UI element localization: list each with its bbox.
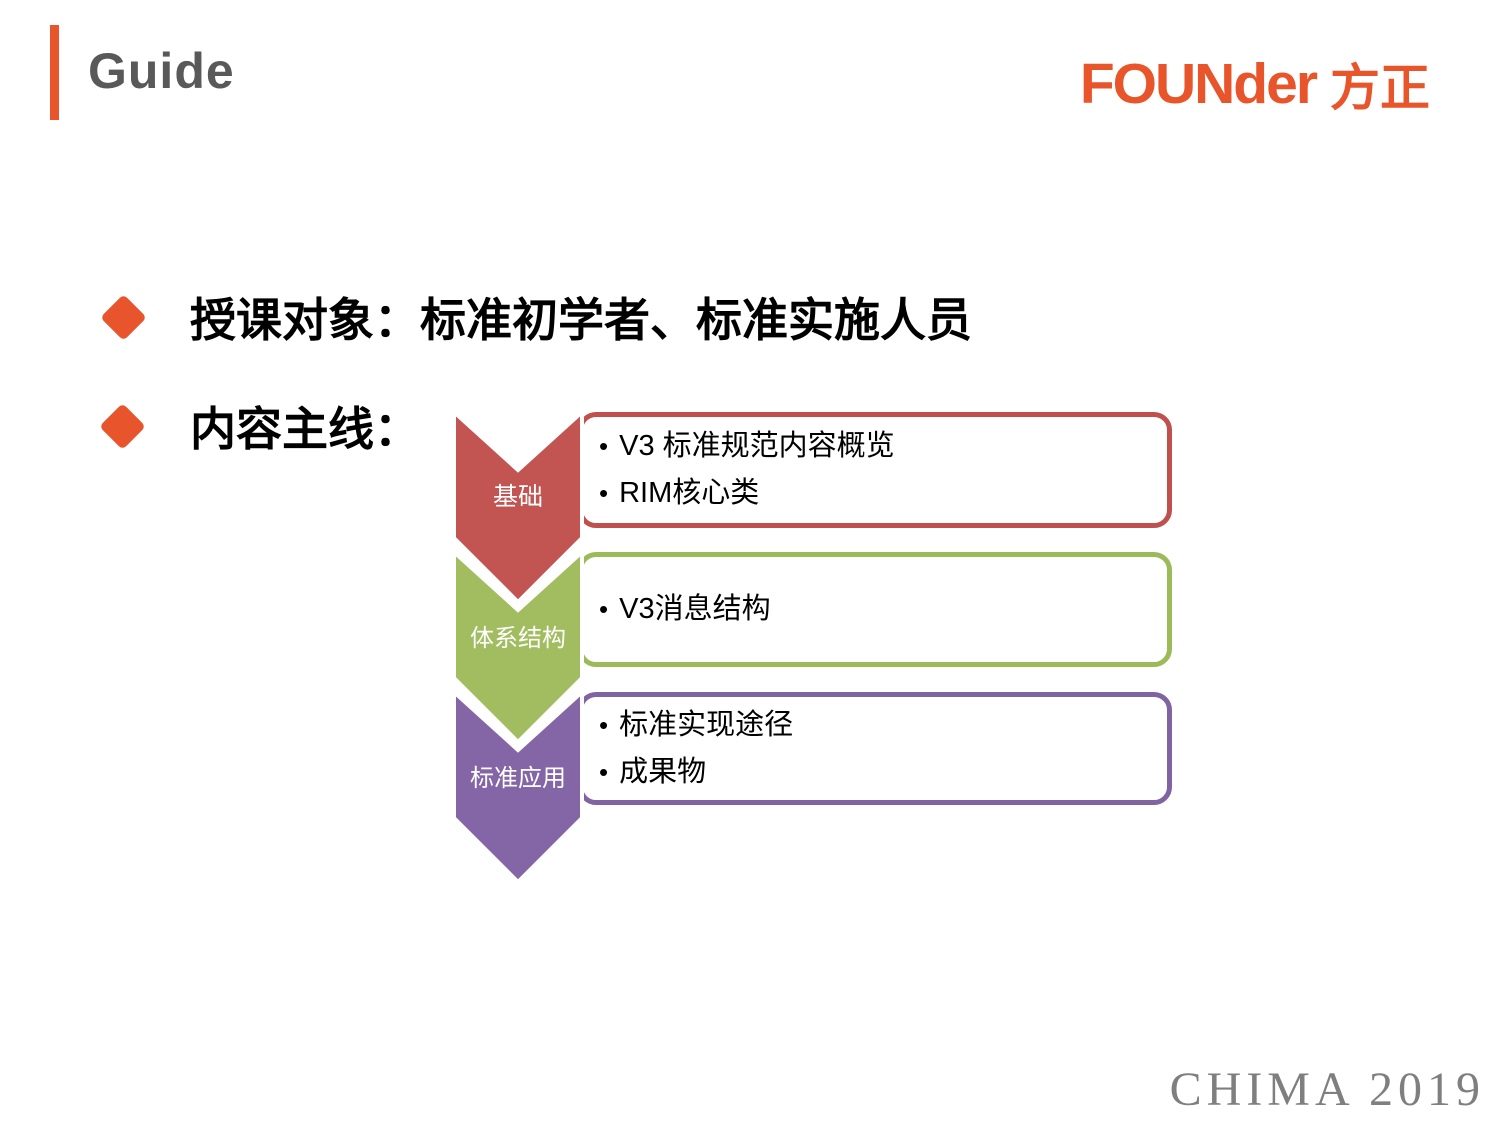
bullet-marker: • xyxy=(599,756,609,787)
founder-logo: FOUNder 方正 xyxy=(1080,48,1430,120)
list-item: • V3 标准规范内容概览 xyxy=(599,423,1167,470)
bullet-marker: • xyxy=(599,431,609,461)
chevron-shape-architecture xyxy=(452,550,584,745)
chevron-label-basics: 基础 xyxy=(492,483,543,511)
chevron-polygon xyxy=(452,410,584,605)
chevron-polygon xyxy=(452,690,584,885)
bullet-marker: • xyxy=(599,709,609,740)
list-item: • 标准实现途径 xyxy=(599,702,1167,749)
list-item: • 成果物 xyxy=(599,749,1167,796)
list-item-text: V3 标准规范内容概览 xyxy=(619,430,895,462)
chevron-shape-basics xyxy=(452,410,584,605)
chevron-shape-application xyxy=(452,690,584,885)
page-title: Guide xyxy=(88,43,235,99)
founder-logo-latin: FOUNder xyxy=(1079,52,1318,116)
bullet-marker: • xyxy=(599,478,609,508)
bullet-content-outline: 内容主线： xyxy=(190,403,420,455)
list-item-text: 成果物 xyxy=(619,755,707,788)
list-item: • V3消息结构 xyxy=(599,586,1167,633)
bullet-audience: 授课对象：标准初学者、标准实施人员 xyxy=(190,294,972,346)
list-item-text: RIM核心类 xyxy=(619,477,760,509)
list-item-text: 标准实现途径 xyxy=(619,708,794,741)
chevron-polygon xyxy=(452,550,584,745)
chevron-label-application: 标准应用 xyxy=(470,765,566,792)
list-item: • RIM核心类 xyxy=(599,470,1167,517)
diamond-bullet-icon xyxy=(99,403,146,450)
conference-watermark: CHIMA 2019 xyxy=(1169,1063,1485,1116)
content-box-architecture: • V3消息结构 xyxy=(578,552,1172,667)
chevron-label-architecture: 体系结构 xyxy=(470,625,566,652)
title-accent-bar xyxy=(50,25,59,120)
list-item-text: V3消息结构 xyxy=(619,593,771,625)
content-box-basics: • V3 标准规范内容概览 • RIM核心类 xyxy=(578,412,1172,528)
bullet-marker: • xyxy=(599,594,609,624)
content-box-application: • 标准实现途径 • 成果物 xyxy=(578,692,1172,805)
founder-logo-cjk: 方正 xyxy=(1330,60,1430,116)
diamond-bullet-icon xyxy=(100,294,147,341)
